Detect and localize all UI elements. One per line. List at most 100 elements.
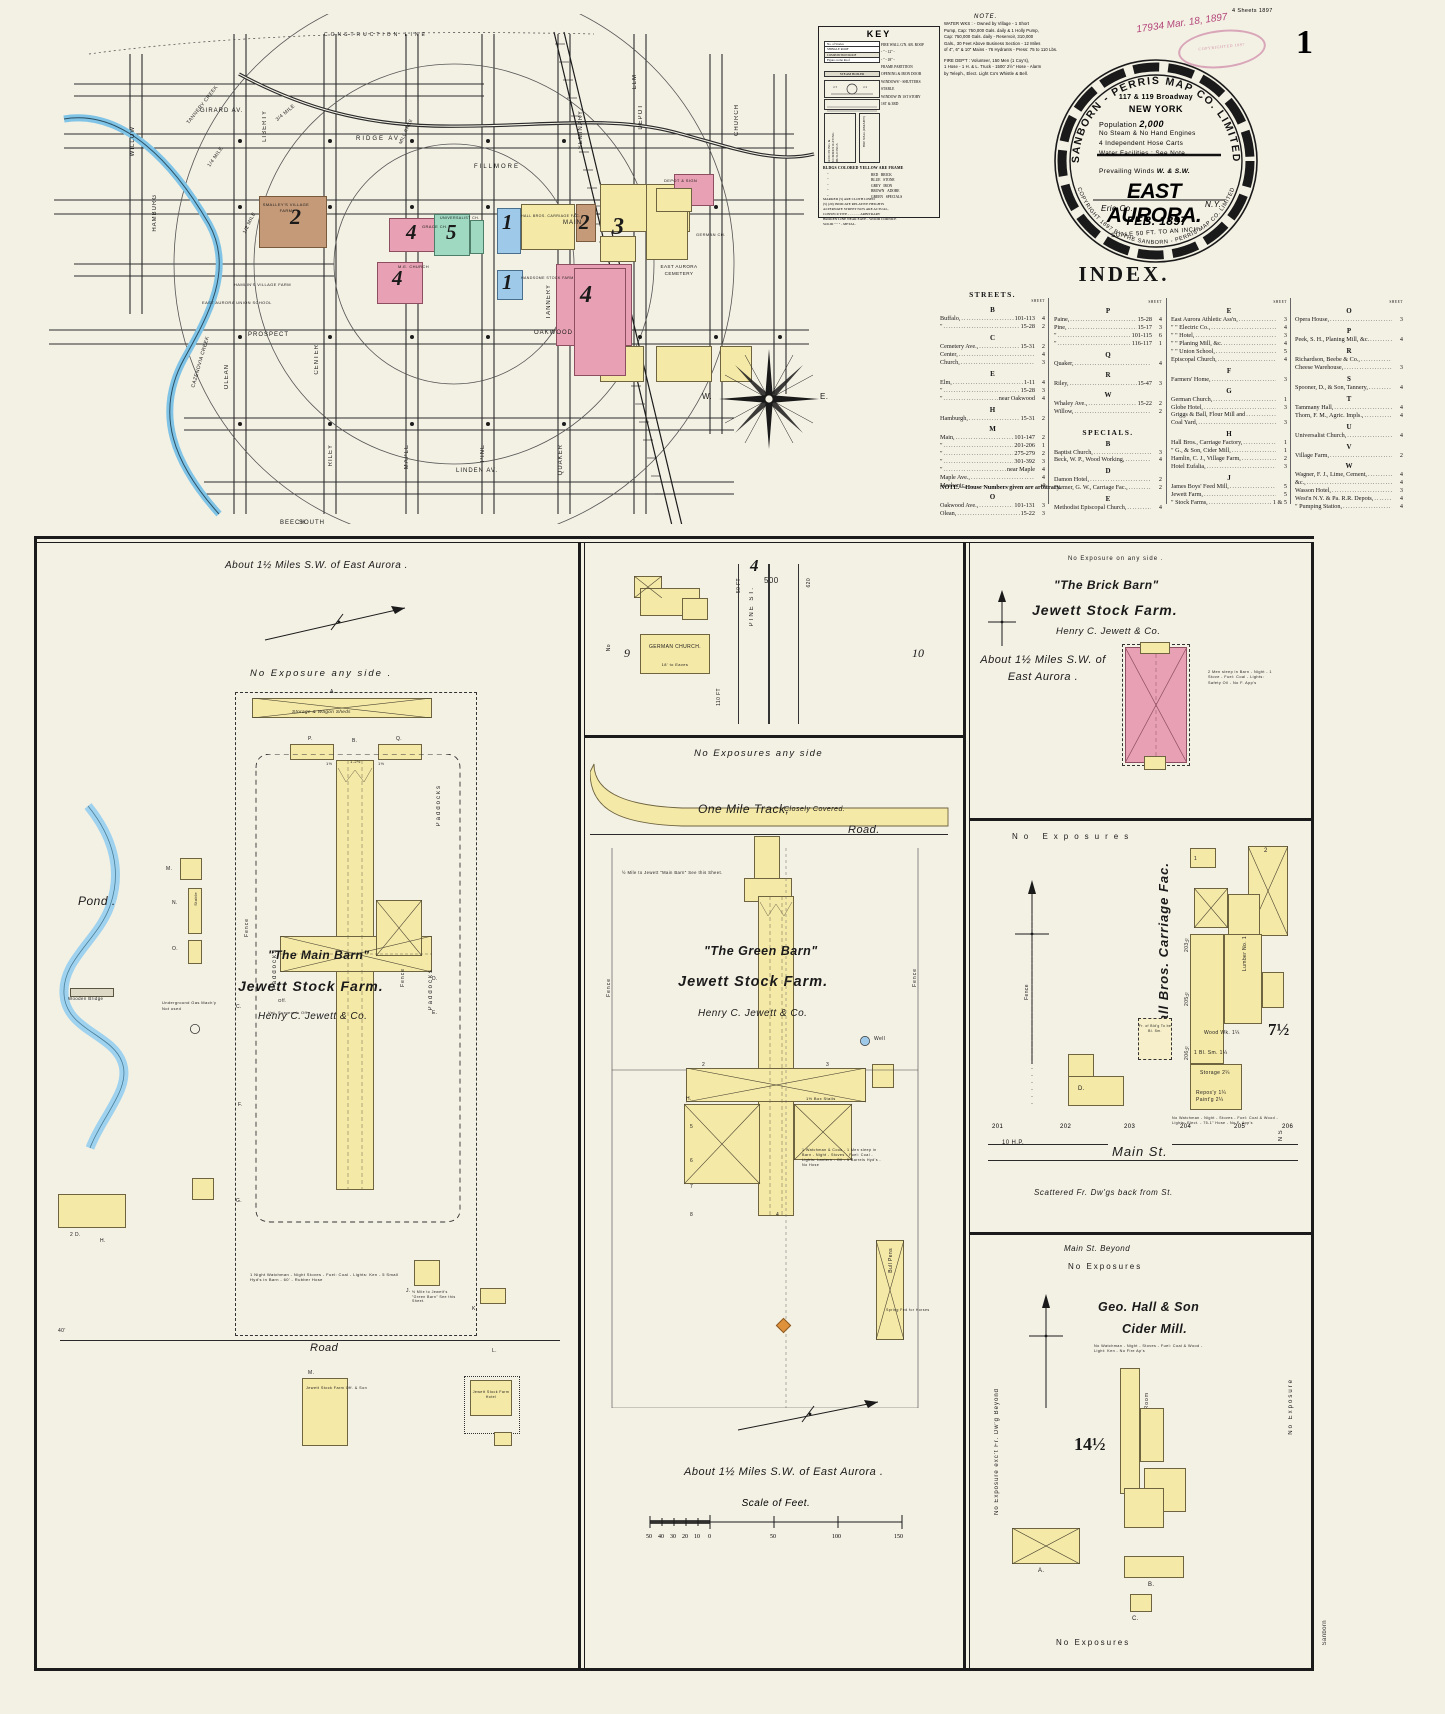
key-entry-3: FRAME PARTITION: [881, 65, 913, 70]
index-entry-dots: ........................................…: [943, 386, 1020, 394]
carriage-fac-lumber-label: Lumber No. 1: [1242, 936, 1248, 972]
main-barn-building-o: [188, 940, 202, 964]
index-entry-sheet: 1: [1283, 447, 1287, 455]
index-entry-name: " " Hotel,: [1171, 331, 1195, 339]
index-entry-sheet: 4: [1158, 316, 1162, 323]
index-entry-range: 101-115: [1131, 331, 1152, 339]
key-roof-row-1: SHINGLE ROOF: [825, 47, 879, 53]
index-entry-name: Pine,: [1054, 323, 1067, 331]
index-entry-name: Whaley Ave.,: [1054, 399, 1088, 407]
index-row: East Aurora Athletic Ass'n,.............…: [1171, 316, 1287, 324]
index-row: " G., & Son, Cider Mill,................…: [1171, 447, 1287, 455]
index-entry-dots: ........................................…: [1364, 411, 1392, 419]
sheet-number: 1: [1296, 24, 1313, 61]
index-entry-name: West'n N.Y. & Pa. R.R. Depots,: [1295, 495, 1374, 503]
index-entry-sheet: 4: [1399, 403, 1403, 411]
index-entry-sheet: 3: [1158, 323, 1162, 331]
green-barn-road-label: Road.: [848, 824, 880, 836]
index-entry-name: Wasson Hotel,: [1295, 487, 1331, 495]
index-streets-heading: STREETS.: [969, 290, 1016, 299]
green-barn-num-2: 2: [702, 1062, 706, 1068]
index-entry-dots: ........................................…: [1206, 463, 1276, 471]
carriage-fac-main-st-label: Main St.: [1108, 1144, 1172, 1159]
street-label-oakwood: OAKWOOD: [534, 330, 574, 336]
green-barn-entry-wing: [754, 836, 780, 886]
panel-green-barn: 4 500 PINE ST. 9 10 GERMAN CHURCH. 18' t…: [586, 548, 962, 1668]
green-barn-north-arrow: [737, 1400, 879, 1431]
main-barn-creek: [59, 803, 129, 1150]
green-barn-german-church-label: GERMAN CHURCH.: [649, 644, 701, 650]
index-entry-name: Cheese Warehouse,: [1295, 363, 1344, 371]
main-barn-dim-mid: 1-2½: [350, 759, 361, 764]
index-row: " ......................................…: [1054, 340, 1162, 348]
key-hatch-sample: [824, 99, 880, 112]
map-sheet-number-2c: 2: [579, 210, 590, 234]
street-label-main: MAIN: [563, 220, 582, 226]
green-barn-well-icon: [860, 1036, 870, 1046]
index-entry-sheet: 3: [1041, 502, 1045, 509]
key-color-material-0: BRICK: [880, 173, 892, 177]
map-sheet-number-3: 3: [612, 214, 624, 240]
green-barn-pine-st: PINE ST.: [749, 586, 755, 627]
main-barn-watchman-note: 1 Night Watchman - Night Stoves - Fuel: …: [250, 1272, 399, 1283]
index-entry-sheet: 4: [1283, 355, 1287, 363]
index-row: Quaker,.................................…: [1054, 360, 1162, 368]
index-row: Methodist Episcopal Church,.............…: [1054, 504, 1162, 512]
key-color-name-4: GREEN: [871, 194, 883, 199]
green-barn-letter-h: H.: [686, 1096, 692, 1102]
green-barn-num-7: 7: [690, 1184, 694, 1190]
green-barn-pine-edge-w: [738, 564, 739, 724]
index-row: " ......................................…: [940, 450, 1045, 458]
town-key-map: 2 4 4 5 1 1 2 3 4 RIDGE AV. FILLMORE MAI…: [34, 14, 828, 526]
index-group-letter: O: [1346, 307, 1352, 315]
green-barn-block-number-top: 4: [750, 556, 759, 575]
map-block-pink-4a: [389, 218, 441, 252]
index-entry-name: ": [940, 466, 943, 474]
main-barn-building-a-xing: [252, 698, 432, 718]
brick-barn-north-annex: [1140, 642, 1170, 654]
index-group-letter: T: [1346, 394, 1352, 403]
index-group-letter: U: [1346, 422, 1352, 431]
main-barn-dim-right: 1½: [378, 761, 385, 766]
carriage-fac-d-bldg-2: [1068, 1076, 1124, 1106]
main-barn-wing-lines: [337, 760, 373, 1190]
index-entry-sheet: 2: [1041, 450, 1045, 458]
map-block-yellow-13: [656, 346, 712, 382]
carriage-fac-letter-d: D.: [1078, 1086, 1085, 1092]
map-block-pink-4d: [574, 268, 626, 376]
main-barn-cross-xing: [280, 936, 432, 972]
index-row: Jewett Farm,............................…: [1171, 491, 1287, 499]
index-row: Griggs & Ball, Flour Mill and...........…: [1171, 411, 1287, 419]
street-label-olean: OLEAN: [224, 364, 230, 390]
key-entry-8: 1ST & 3RD: [881, 101, 899, 106]
index-row: Hall Bros., Carriage Factory,...........…: [1171, 439, 1287, 447]
index-entry-name: Main,: [940, 434, 955, 442]
key-vertical-label-1: FIRE WALL (PARAPET): [862, 116, 866, 148]
index-entry-range: 15-17: [1137, 323, 1152, 331]
index-entry-sheet: 4: [1399, 411, 1403, 419]
index-group-letter: V: [1346, 442, 1352, 451]
main-barn-fence-label-2: Fence: [400, 968, 406, 987]
divider-far-right: [1311, 543, 1314, 1671]
green-barn-num-3: 3: [826, 1062, 830, 1068]
medallion-place: EAST AURORA.: [1106, 180, 1202, 227]
medallion-population-label: Population: [1099, 120, 1137, 129]
carriage-fac-bl-sm: 1 Bl. Sm. 1¼: [1194, 1050, 1228, 1056]
feature-german-ch: GERMAN CH.: [696, 232, 726, 237]
street-label-riley: RILEY: [328, 444, 334, 467]
index-entry-name: Richardson, Beebe & Co.,: [1295, 355, 1360, 363]
index-entry-range: 301-392: [1014, 458, 1035, 466]
brick-barn-north-arrow: [988, 590, 1016, 646]
key-title: KEY: [866, 29, 892, 39]
green-barn-title-1: "The Green Barn": [704, 944, 818, 958]
index-entry-dots: ........................................…: [1211, 375, 1276, 383]
main-barn-letter-e: E.: [432, 1010, 438, 1016]
carriage-fac-watchman-note: No Watchman - Night - Stoves - Fuel: Coa…: [1172, 1116, 1279, 1125]
index-entry-sheet: 1: [1041, 442, 1045, 450]
sheet-signature: Sanborn: [1322, 1620, 1328, 1646]
green-barn-one-mile-track-label: One Mile Track,: [698, 802, 790, 816]
main-barn-top-note: About 1½ Miles S.W. of East Aurora .: [225, 560, 408, 571]
main-barn-hotel-building: [302, 1378, 348, 1446]
carriage-fac-street-number-5: 206: [1282, 1124, 1294, 1130]
